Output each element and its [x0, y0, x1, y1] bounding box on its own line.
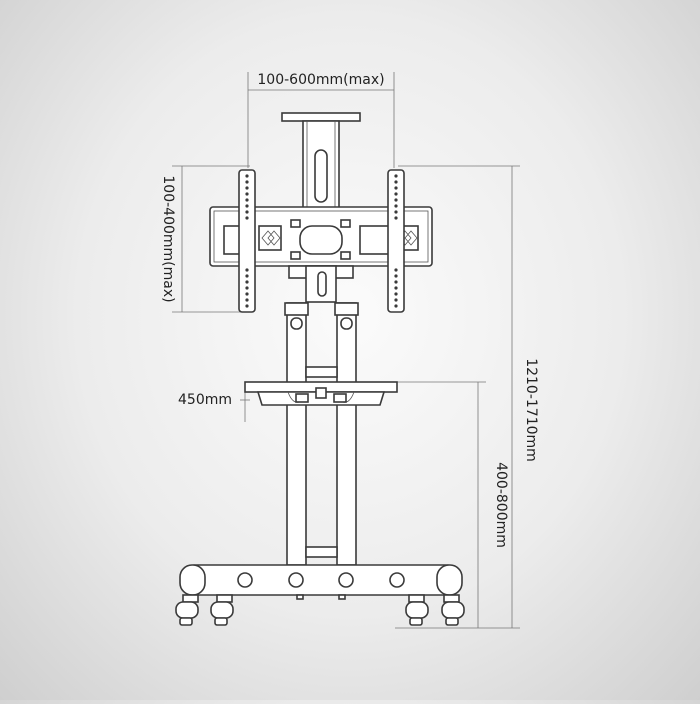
dimension-shelf-height-label: 400-800mm — [493, 462, 509, 548]
mounting-bracket — [209, 206, 433, 303]
shelf — [244, 381, 398, 406]
dimension-width: 100-600mm(max) — [247, 72, 395, 168]
dimension-total-height-label: 1210-1710mm — [523, 358, 539, 462]
dimension-total-height: 1210-1710mm — [395, 165, 539, 629]
dimension-height: 100-400mm(max) — [160, 165, 250, 313]
caster-back-right — [405, 594, 429, 626]
caster-front-left — [175, 594, 199, 626]
dimension-shelf-width-label: 450mm — [178, 392, 232, 408]
dimension-height-label: 100-400mm(max) — [160, 175, 176, 302]
top-plate — [281, 112, 361, 210]
caster-back-left — [210, 594, 234, 626]
caster-front-right — [441, 594, 465, 626]
base-bar — [179, 564, 463, 600]
column-uprights — [284, 302, 359, 566]
dimension-width-label: 100-600mm(max) — [257, 72, 384, 88]
vesa-arm-right — [387, 169, 405, 313]
dimension-shelf-height: 400-800mm — [392, 381, 509, 628]
dimension-shelf-width: 450mm — [178, 382, 250, 422]
vesa-arm-left — [238, 169, 256, 313]
